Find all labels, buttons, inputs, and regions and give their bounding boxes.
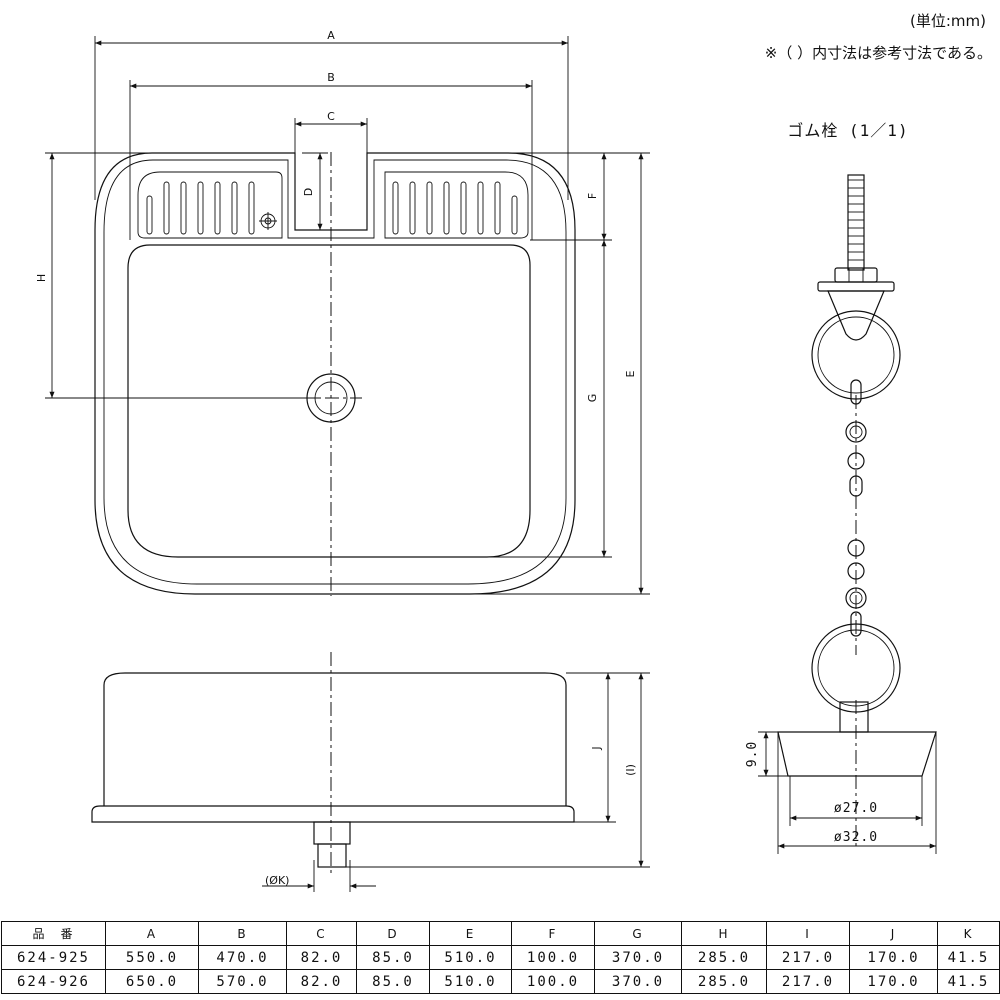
header-cell: I — [766, 921, 850, 946]
header-cell: G — [594, 921, 682, 946]
header-cell: K — [937, 921, 1000, 946]
dimension-k-label: (ØK) — [265, 874, 289, 887]
reference-note: ※（ ）内寸法は参考寸法である。 — [764, 44, 992, 62]
dimension-i-label: (I) — [624, 764, 637, 776]
table-cell: 100.0 — [511, 969, 595, 994]
dimension-e-label: E — [624, 370, 637, 377]
drain-pipe-upper — [313, 821, 351, 845]
drainboard-right — [384, 171, 529, 239]
dimension-j-label: J — [590, 746, 603, 750]
dimension-g-label: G — [586, 394, 599, 403]
header-cell: H — [681, 921, 767, 946]
table-cell: 85.0 — [356, 945, 430, 970]
table-cell: 85.0 — [356, 969, 430, 994]
table-cell: 510.0 — [429, 969, 512, 994]
spec-table: 品 番 A B C D E F G H I J K 624-925 550.0 … — [1, 921, 1000, 994]
dimension-h-label: H — [35, 274, 48, 282]
spec-table-header: 品 番 A B C D E F G H I J K — [1, 921, 1000, 946]
table-cell: 570.0 — [198, 969, 287, 994]
basin-outline — [127, 244, 531, 558]
dimension-d-label: D — [302, 188, 315, 196]
rubber-stopper-drawing: ゴム栓 (1／1) — [745, 121, 937, 854]
dimension-b-label: B — [327, 71, 335, 84]
table-cell: 217.0 — [766, 945, 850, 970]
table-cell: 217.0 — [766, 969, 850, 994]
table-row: 624-925 550.0 470.0 82.0 85.0 510.0 100.… — [1, 945, 1000, 970]
table-cell: 370.0 — [594, 945, 682, 970]
stopper-height-label: 9.0 — [745, 741, 760, 767]
table-cell: 285.0 — [681, 969, 767, 994]
table-cell: 624-926 — [1, 969, 106, 994]
stopper-title: ゴム栓 (1／1) — [787, 121, 908, 140]
header-cell: A — [105, 921, 199, 946]
table-cell: 41.5 — [937, 969, 1000, 994]
header-cell: E — [429, 921, 512, 946]
table-row: 624-926 650.0 570.0 82.0 85.0 510.0 100.… — [1, 969, 1000, 994]
sink-technical-drawing: A B C D H F G E — [35, 29, 937, 892]
drainboard-left — [137, 171, 283, 239]
sink-side-rim — [91, 805, 575, 823]
table-cell: 624-925 — [1, 945, 106, 970]
table-cell: 550.0 — [105, 945, 199, 970]
header-cell: D — [356, 921, 430, 946]
stopper-outer-diameter-label: ø32.0 — [834, 830, 878, 845]
header-cell: 品 番 — [1, 921, 106, 946]
table-cell: 285.0 — [681, 945, 767, 970]
side-view: J (I) (ØK) — [91, 652, 650, 892]
header-cell: F — [511, 921, 595, 946]
top-view: A B C D H F G E — [35, 29, 650, 596]
sink-side-body — [103, 672, 567, 806]
table-cell: 170.0 — [849, 969, 938, 994]
sink-rim-inner-edge — [103, 159, 567, 585]
header-cell: C — [286, 921, 357, 946]
dimension-a-label: A — [327, 29, 335, 42]
table-cell: 41.5 — [937, 945, 1000, 970]
table-cell: 510.0 — [429, 945, 512, 970]
stopper-inner-diameter-label: ø27.0 — [834, 801, 878, 816]
dimension-c-label: C — [327, 110, 335, 123]
drainboard-ribs-left — [146, 181, 255, 235]
unit-note: (単位:mm) — [910, 12, 986, 30]
table-cell: 470.0 — [198, 945, 287, 970]
table-cell: 82.0 — [286, 945, 357, 970]
drain-pipe-lower — [317, 843, 347, 868]
faucet-hole — [259, 212, 277, 230]
table-cell: 170.0 — [849, 945, 938, 970]
dimension-f-label: F — [586, 193, 599, 199]
table-cell: 650.0 — [105, 969, 199, 994]
table-cell: 370.0 — [594, 969, 682, 994]
table-cell: 82.0 — [286, 969, 357, 994]
drainboard-ribs-right — [392, 181, 518, 235]
sink-outer-rim — [94, 152, 576, 595]
header-cell: J — [849, 921, 938, 946]
table-cell: 100.0 — [511, 945, 595, 970]
header-cell: B — [198, 921, 287, 946]
